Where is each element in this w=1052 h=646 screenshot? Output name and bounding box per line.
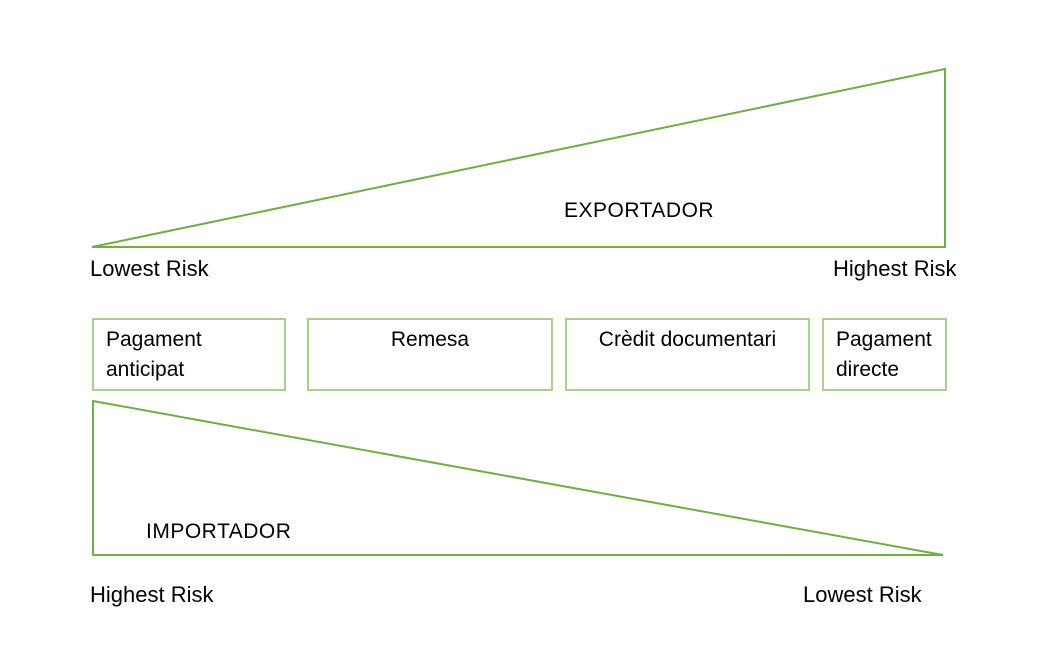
- importer-highest-risk-label: Highest Risk: [90, 582, 214, 607]
- payment-box-label: Pagament anticipat: [106, 328, 202, 381]
- importer-label: IMPORTADOR: [146, 520, 292, 543]
- importer-lowest-risk-label: Lowest Risk: [803, 582, 922, 607]
- importer-risk-triangle: [92, 399, 944, 556]
- payment-box-credit-documentari: Crèdit documentari: [565, 318, 810, 391]
- payment-box-remesa: Remesa: [307, 318, 553, 391]
- exporter-lowest-risk-label: Lowest Risk: [90, 256, 209, 281]
- payment-box-pagament-anticipat: Pagament anticipat: [92, 318, 286, 391]
- exporter-highest-risk-label: Highest Risk: [833, 256, 957, 281]
- payment-box-label: Pagament directe: [836, 328, 932, 381]
- exporter-risk-triangle: [91, 67, 946, 248]
- payment-box-pagament-directe: Pagament directe: [822, 318, 947, 391]
- exporter-label: EXPORTADOR: [564, 199, 715, 222]
- payment-box-label: Crèdit documentari: [598, 328, 777, 351]
- payment-box-label: Remesa: [390, 328, 470, 351]
